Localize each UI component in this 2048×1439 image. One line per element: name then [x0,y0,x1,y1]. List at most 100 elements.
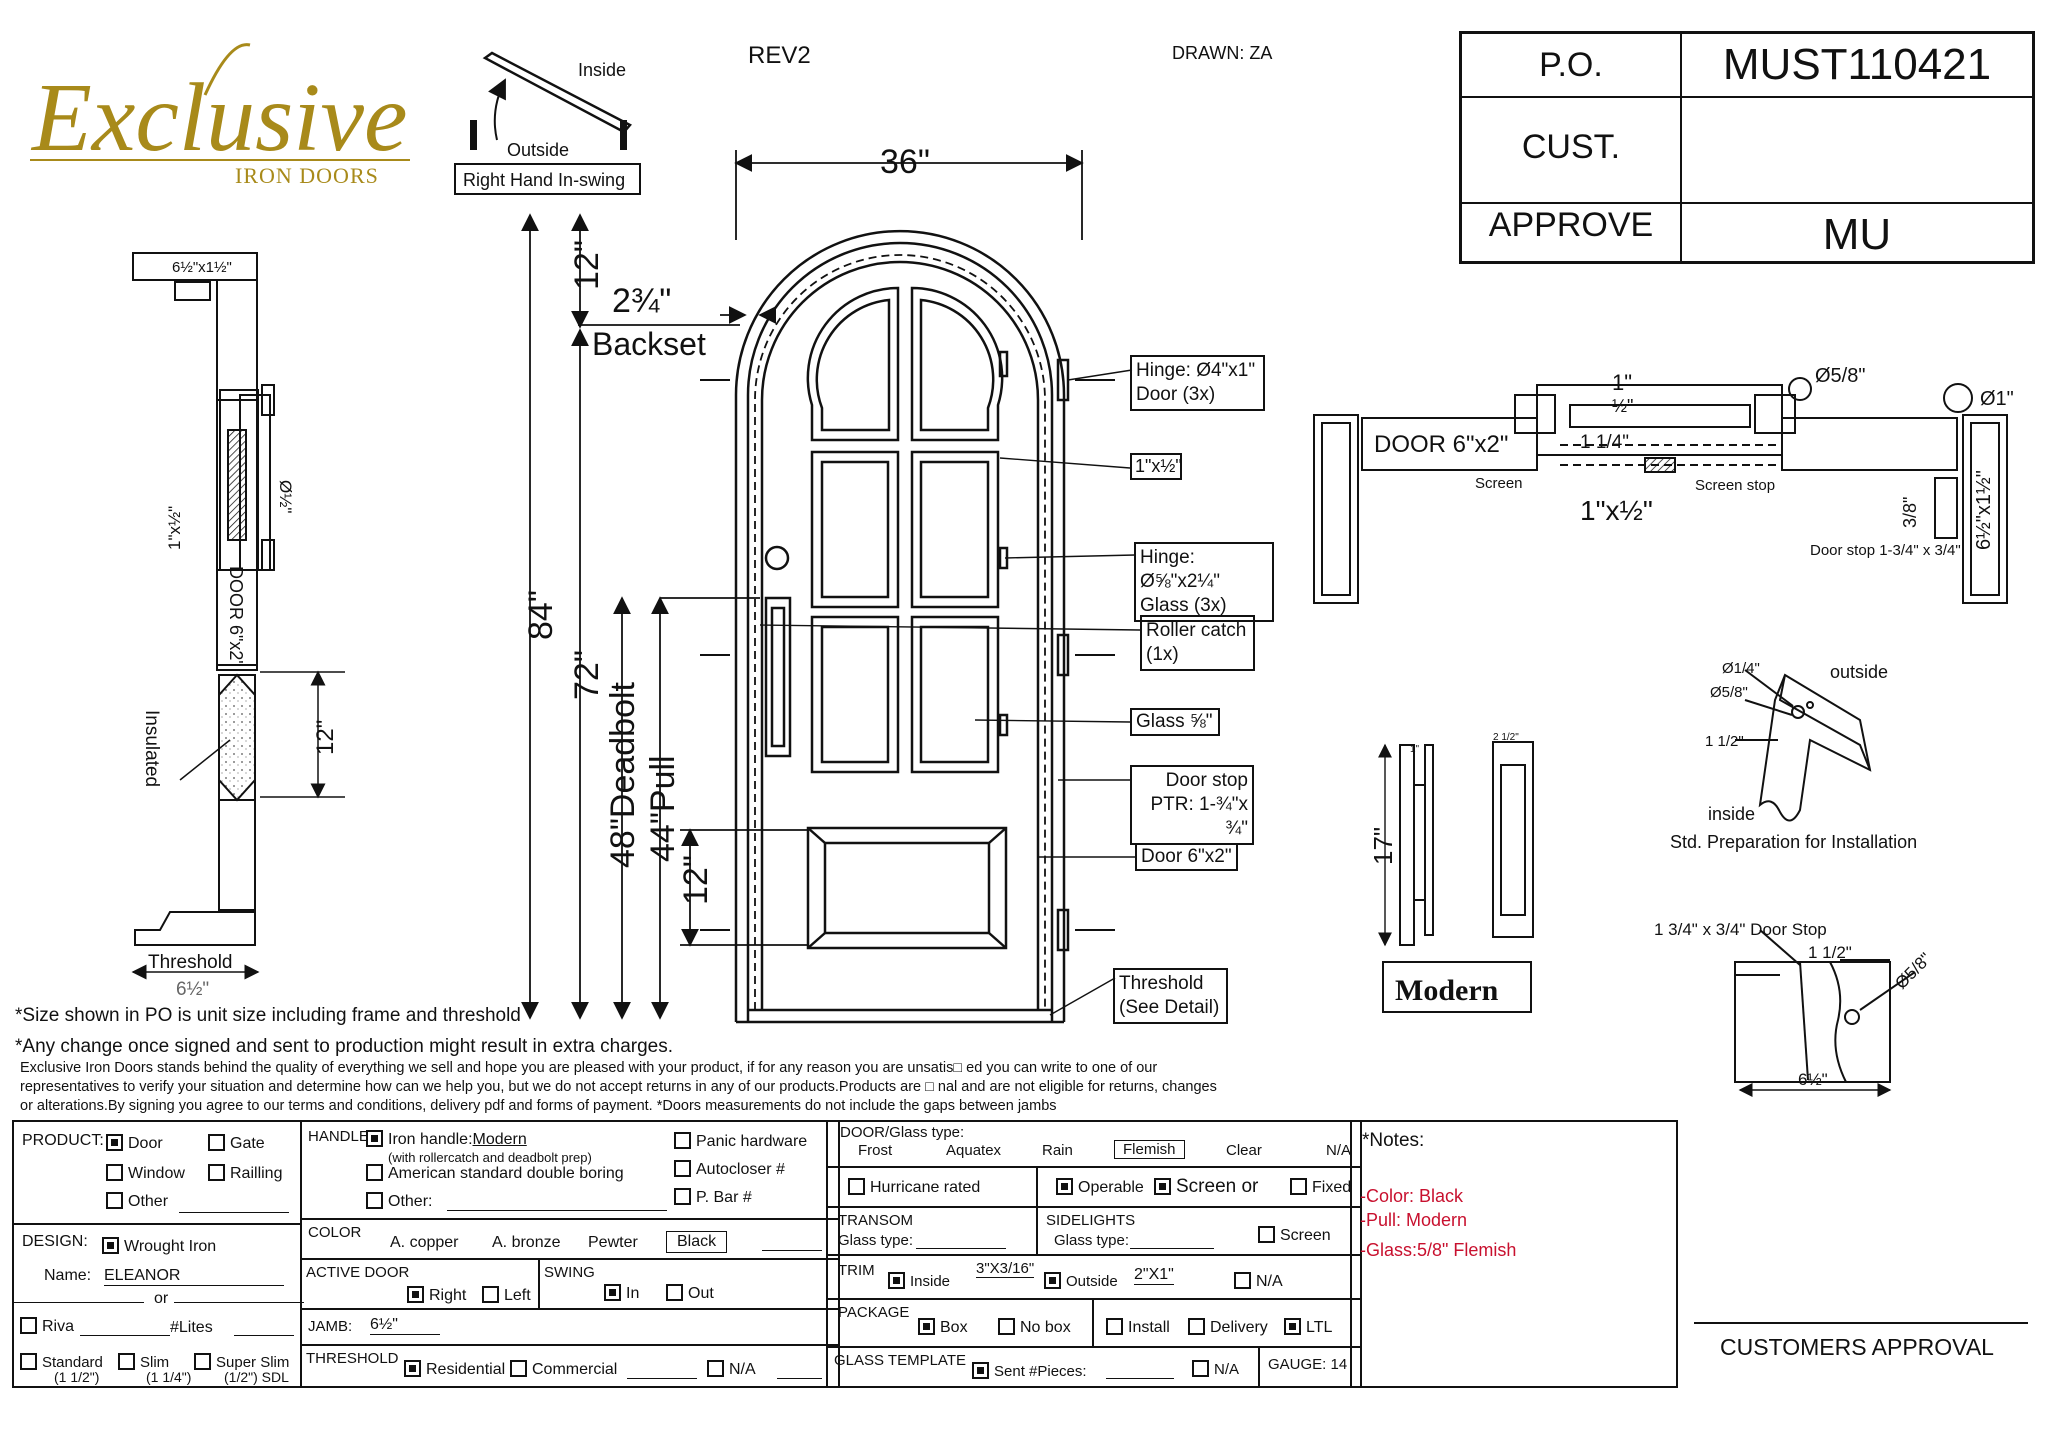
ltl-label: LTL [1306,1319,1333,1336]
color-pewter[interactable]: Pewter [588,1234,638,1251]
super-slim-option[interactable]: Super Slim [194,1353,289,1370]
standard-checkbox[interactable] [20,1353,37,1370]
sent-pieces-checkbox[interactable] [972,1362,989,1379]
riva-checkbox[interactable] [20,1317,37,1334]
handle-iron-checkbox[interactable] [366,1130,383,1147]
product-other-checkbox[interactable] [106,1192,123,1209]
section-dim-12: 12" [312,720,339,755]
trim-na-checkbox[interactable] [1234,1272,1251,1289]
color-black-selected[interactable]: Black [666,1231,728,1253]
active-left-option[interactable]: Left [482,1286,531,1305]
sidelights-label: SIDELIGHTS [1046,1212,1136,1229]
screen-option[interactable]: Screen [1258,1226,1331,1245]
glass-clear[interactable]: Clear [1226,1142,1262,1159]
pbar-option[interactable]: P. Bar # [674,1188,752,1207]
panic-label: Panic hardware [696,1133,808,1150]
glass-flemish-selected[interactable]: Flemish [1114,1140,1185,1159]
trim-inside-value[interactable]: 3"X3/16" [976,1260,1035,1278]
package-nobox-checkbox[interactable] [998,1318,1015,1335]
slim-option[interactable]: Slim [118,1353,169,1370]
standard-option[interactable]: Standard [20,1353,103,1370]
package-nobox-option[interactable]: No box [998,1318,1071,1337]
template-na-option[interactable]: N/A [1192,1360,1239,1378]
trim-inside-option[interactable]: Inside [888,1272,950,1290]
pbar-checkbox[interactable] [674,1188,691,1205]
product-other-label: Other [128,1193,169,1210]
panic-checkbox[interactable] [674,1132,691,1149]
handle-american-option[interactable]: American standard double boring [366,1164,624,1183]
template-na-checkbox[interactable] [1192,1360,1209,1377]
trim-na-option[interactable]: N/A [1234,1272,1283,1291]
ltl-checkbox[interactable] [1284,1318,1301,1335]
customer-approval-line[interactable] [1694,1322,2028,1324]
hurricane-option[interactable]: Hurricane rated [848,1178,980,1197]
delivery-option[interactable]: Delivery [1188,1318,1268,1337]
threshold-na-option[interactable]: N/A [707,1360,756,1379]
operable-option[interactable]: Operable [1056,1178,1144,1197]
color-copper[interactable]: A. copper [390,1234,459,1251]
threshold-na-checkbox[interactable] [707,1360,724,1377]
slim-checkbox[interactable] [118,1353,135,1370]
panic-option[interactable]: Panic hardware [674,1132,807,1151]
trim-inside-checkbox[interactable] [888,1272,905,1289]
product-door-checkbox[interactable] [106,1134,123,1151]
glass-na[interactable]: N/A [1326,1142,1352,1159]
screen-checkbox[interactable] [1258,1226,1275,1243]
install-option[interactable]: Install [1106,1318,1170,1337]
jamb-value[interactable]: 6½" [370,1316,440,1335]
product-window[interactable]: Window [106,1164,185,1183]
plan-screen-stop: Screen stop [1695,477,1775,494]
handle-other-checkbox[interactable] [366,1192,383,1209]
product-railling[interactable]: Railling [208,1164,282,1183]
swing-in-checkbox[interactable] [604,1284,621,1301]
swing-out-checkbox[interactable] [666,1284,683,1301]
threshold-commercial-checkbox[interactable] [510,1360,527,1377]
glass-aquatex[interactable]: Aquatex [946,1142,1002,1159]
hurricane-checkbox[interactable] [848,1178,865,1195]
threshold-residential-checkbox[interactable] [404,1360,421,1377]
autocloser-checkbox[interactable] [674,1160,691,1177]
ltl-option[interactable]: LTL [1284,1318,1332,1337]
active-left-checkbox[interactable] [482,1286,499,1303]
operable-checkbox[interactable] [1056,1178,1073,1195]
riva-option[interactable]: Riva [20,1317,74,1336]
handle-iron-option[interactable]: Iron handle:Modern [366,1130,527,1149]
super-slim-checkbox[interactable] [194,1353,211,1370]
screen-or-option[interactable]: Screen or [1154,1176,1258,1198]
package-box-option[interactable]: Box [918,1318,968,1337]
product-window-checkbox[interactable] [106,1164,123,1181]
handle-american-label: American standard double boring [388,1165,624,1182]
product-railling-checkbox[interactable] [208,1164,225,1181]
fixed-option[interactable]: Fixed [1290,1178,1351,1197]
package-box-checkbox[interactable] [918,1318,935,1335]
product-gate[interactable]: Gate [208,1134,265,1153]
install-checkbox[interactable] [1106,1318,1123,1335]
active-right-checkbox[interactable] [407,1286,424,1303]
sent-pieces-option[interactable]: Sent #Pieces: [972,1362,1087,1380]
screen-or-checkbox[interactable] [1154,1178,1171,1195]
handle-american-checkbox[interactable] [366,1164,383,1181]
customer-approval-label: CUSTOMERS APPROVAL [1720,1334,1994,1360]
swing-diagram: Inside Outside Right Hand In-swing [454,51,641,195]
trim-outside-checkbox[interactable] [1044,1272,1061,1289]
delivery-checkbox[interactable] [1188,1318,1205,1335]
fixed-checkbox[interactable] [1290,1178,1307,1195]
product-door[interactable]: Door [106,1134,163,1153]
handle-other-option[interactable]: Other: [366,1192,432,1211]
glass-frost[interactable]: Frost [858,1142,893,1159]
design-wrought[interactable]: Wrought Iron [102,1237,216,1256]
swing-out-option[interactable]: Out [666,1284,714,1303]
product-other[interactable]: Other [106,1192,168,1211]
name-value[interactable]: ELEANOR [104,1267,284,1286]
autocloser-option[interactable]: Autocloser # [674,1160,785,1179]
swing-in-option[interactable]: In [604,1284,639,1303]
glass-rain[interactable]: Rain [1042,1142,1073,1159]
threshold-residential-option[interactable]: Residential [404,1360,505,1379]
design-checkbox[interactable] [102,1237,119,1254]
threshold-commercial-option[interactable]: Commercial [510,1360,617,1379]
trim-outside-option[interactable]: Outside [1044,1272,1118,1290]
product-gate-checkbox[interactable] [208,1134,225,1151]
active-right-option[interactable]: Right [407,1286,466,1305]
trim-outside-value[interactable]: 2"X1" [1134,1266,1174,1285]
color-bronze[interactable]: A. bronze [492,1234,561,1251]
